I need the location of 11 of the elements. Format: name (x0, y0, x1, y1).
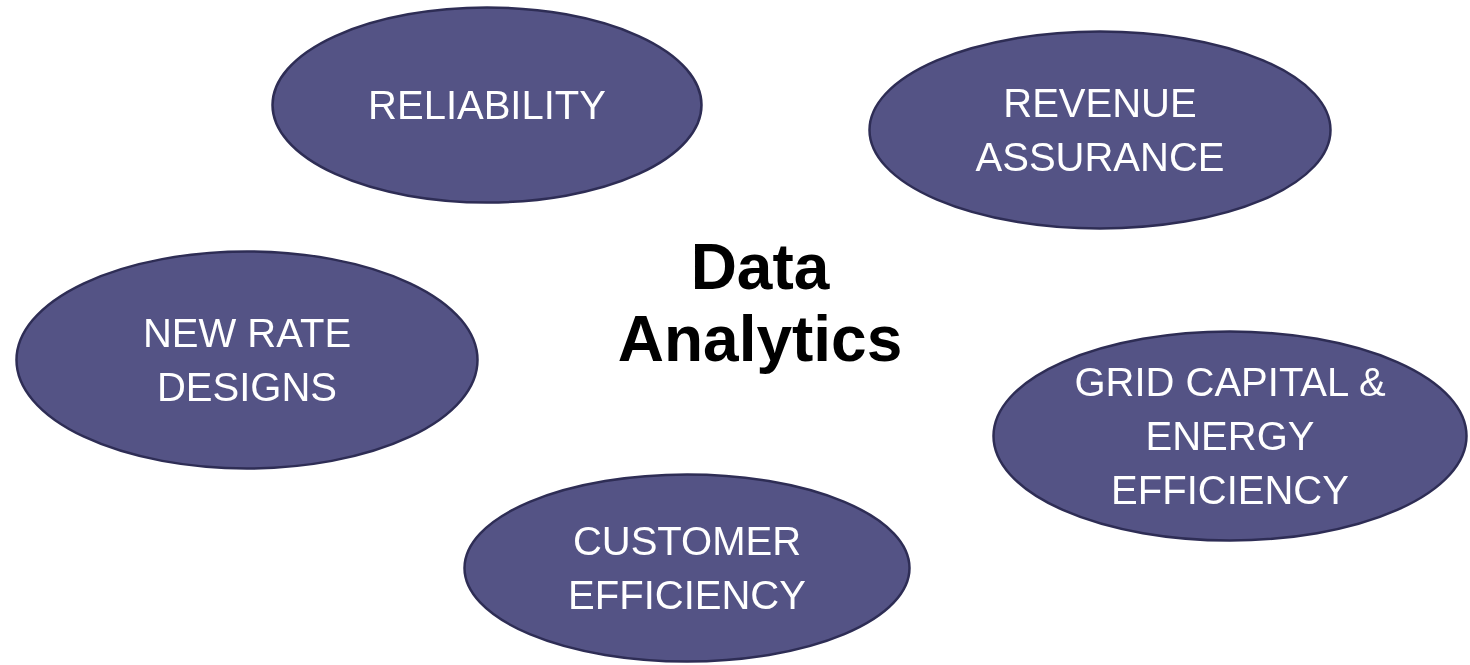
ellipse-node (868, 30, 1332, 230)
node-label: REVENUE ASSURANCE (974, 80, 1226, 181)
ellipse-node (271, 6, 703, 204)
ellipse-node (463, 473, 911, 663)
center-heading: Data Analytics (616, 232, 904, 376)
node-label: RELIABILITY (367, 82, 607, 129)
ellipse-node (15, 250, 479, 470)
node-label: CUSTOMER EFFICIENCY (567, 518, 807, 619)
node-label: GRID CAPITAL & ENERGY EFFICIENCY (1073, 359, 1387, 514)
ellipse-node (992, 330, 1468, 542)
node-label: NEW RATE DESIGNS (141, 310, 353, 411)
